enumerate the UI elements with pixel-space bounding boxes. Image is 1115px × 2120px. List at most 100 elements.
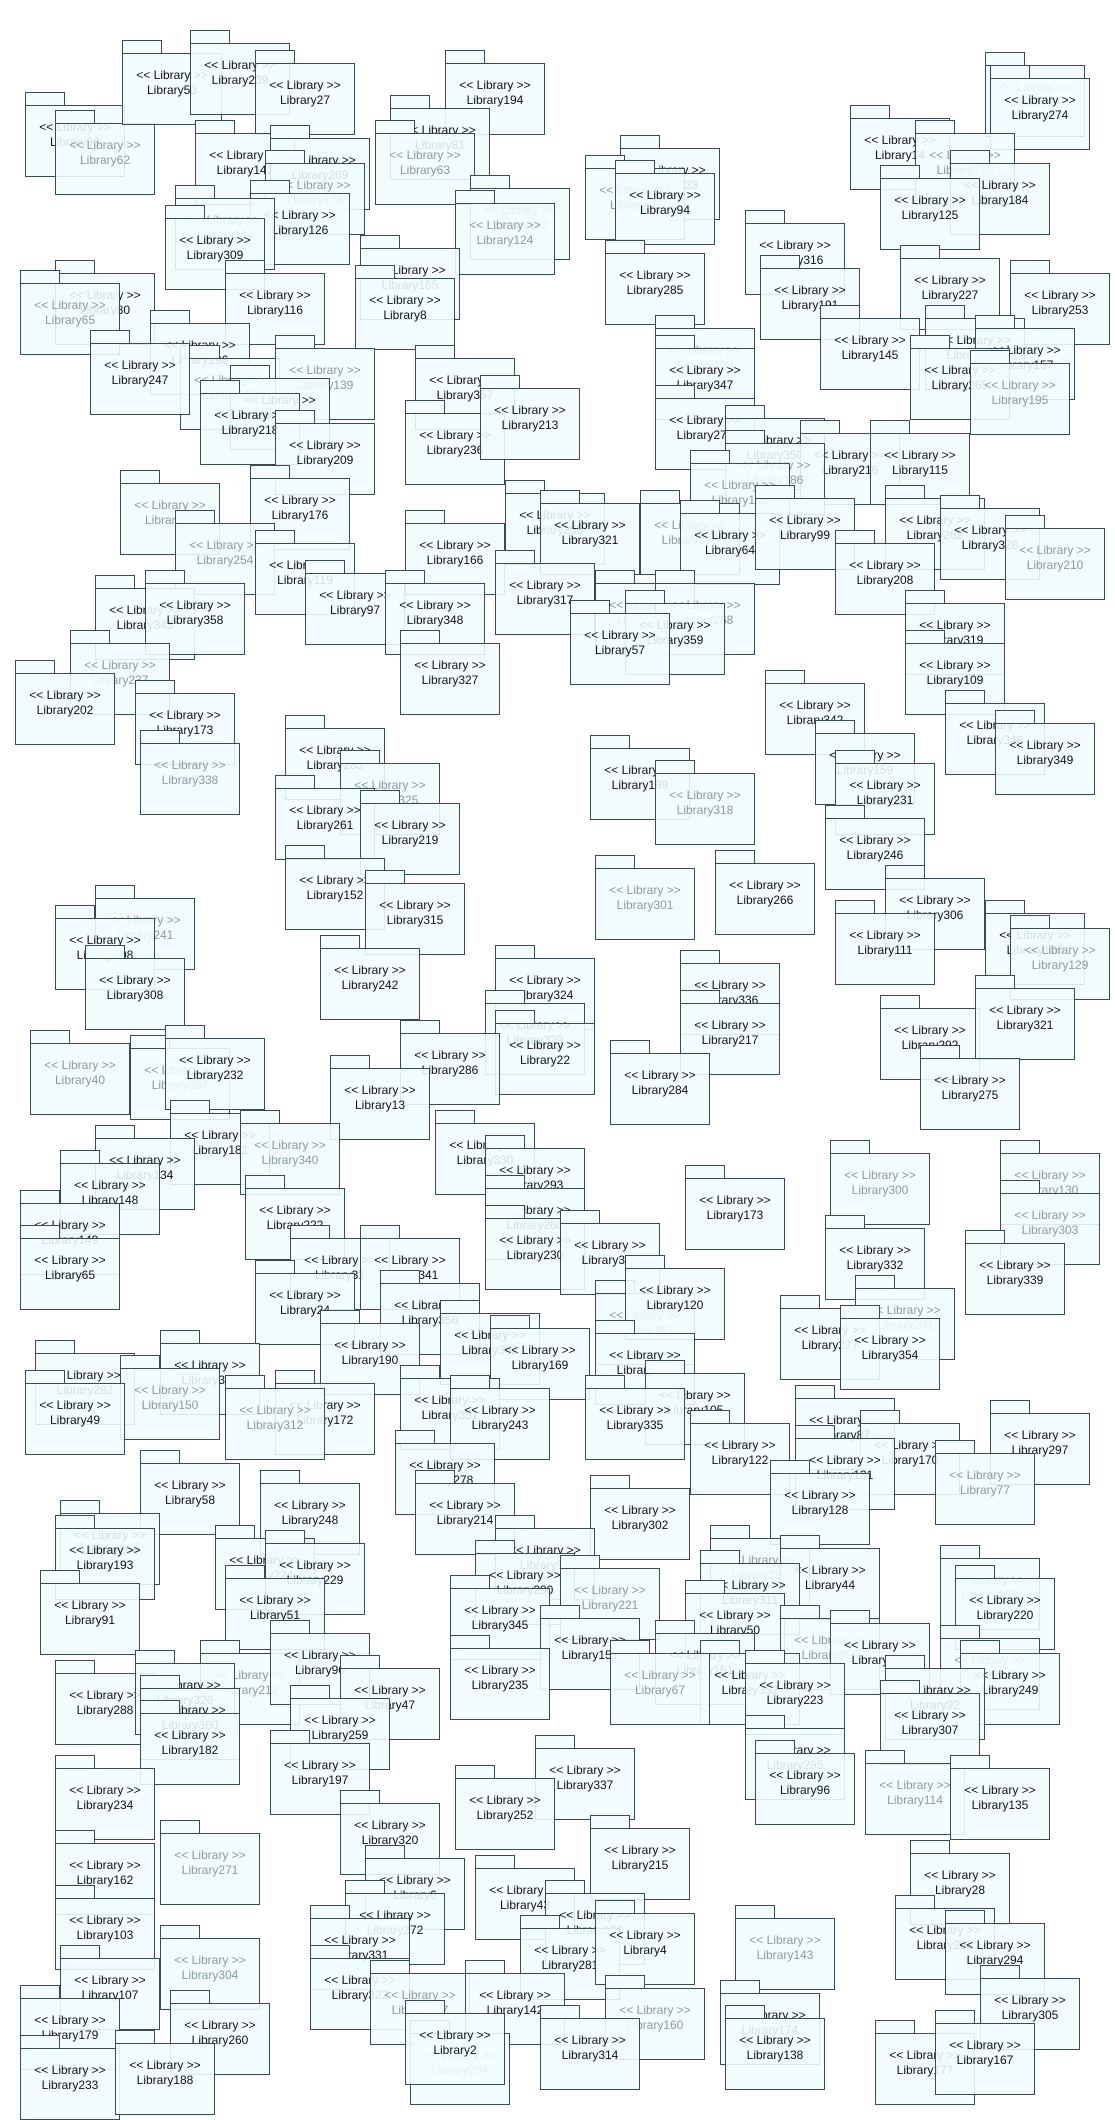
package-body: << Library >>Library197 (270, 1743, 370, 1815)
package-tab (850, 105, 890, 119)
package-stereotype: << Library >> (1024, 288, 1096, 302)
package-tab (25, 92, 65, 106)
package-name: Library340 (261, 1153, 319, 1167)
package-body: << Library >>Library40 (30, 1043, 130, 1115)
package-stereotype: << Library >> (239, 288, 311, 302)
package-stereotype: << Library >> (964, 1783, 1036, 1797)
package-tab (700, 1550, 740, 1564)
package-tab (140, 1675, 180, 1689)
package-stereotype: << Library >> (214, 408, 286, 422)
package-name: Library57 (594, 643, 646, 657)
package-name: Library63 (399, 163, 451, 177)
package-tab (140, 1700, 180, 1714)
package-stereotype: << Library >> (914, 273, 986, 287)
package-tab (595, 1320, 635, 1334)
package-stereotype: << Library >> (499, 1163, 571, 1177)
package-stereotype: << Library >> (749, 1933, 821, 1947)
package-tab (480, 375, 520, 389)
package-stereotype: << Library >> (39, 1398, 111, 1412)
package-stereotype: << Library >> (374, 1253, 446, 1267)
package-tab (690, 450, 730, 464)
package-name: Library197 (291, 1773, 349, 1787)
package-tab (745, 1715, 785, 1729)
package-stereotype: << Library >> (269, 78, 341, 92)
package-tab (590, 1815, 630, 1829)
package-stereotype: << Library >> (129, 2058, 201, 2072)
package-name: Library302 (611, 1518, 669, 1532)
package-tab (340, 750, 380, 764)
package-name: Library246 (846, 848, 904, 862)
package-tab (940, 1545, 980, 1559)
package-name: Library217 (701, 1033, 759, 1047)
package-tab (30, 1030, 70, 1044)
package-tab (760, 255, 800, 269)
package-name: Library90 (294, 1663, 346, 1677)
package-tab (625, 1255, 665, 1269)
package-stereotype: << Library >> (959, 1938, 1031, 1952)
package-stereotype: << Library >> (844, 1638, 916, 1652)
package-name: Library2 (433, 2043, 477, 2057)
package-tab (35, 1340, 75, 1354)
package-tab (985, 52, 1025, 66)
package-tab (115, 2030, 155, 2044)
package-name: Library288 (76, 1703, 134, 1717)
package-name: Library122 (711, 1453, 769, 1467)
package-body: << Library >>Library195 (970, 363, 1070, 435)
package-stereotype: << Library >> (459, 78, 531, 92)
package-stereotype: << Library >> (839, 833, 911, 847)
package-tab (950, 150, 990, 164)
package-tab (55, 1660, 95, 1674)
package-body: << Library >>Library335 (585, 1388, 685, 1460)
package-stereotype: << Library >> (979, 1258, 1051, 1272)
package-body: << Library >>Library247 (90, 343, 190, 415)
package-name: Library64 (704, 543, 756, 557)
package-name: Library328 (961, 538, 1019, 552)
package-name: Library337 (556, 1778, 614, 1792)
package-name: Library128 (791, 1503, 849, 1517)
package-tab (835, 900, 875, 914)
package-stereotype: << Library >> (854, 1333, 926, 1347)
package-tab (240, 1110, 280, 1124)
package-body: << Library >>Library169 (490, 1328, 590, 1400)
package-tab (680, 500, 720, 514)
package-stereotype: << Library >> (534, 1943, 606, 1957)
package-tab (865, 1750, 905, 1764)
package-stereotype: << Library >> (304, 1253, 376, 1267)
package-stereotype: << Library >> (844, 1168, 916, 1182)
package-name: Library304 (181, 1968, 239, 1982)
package-name: Library215 (611, 1858, 669, 1872)
package-stereotype: << Library >> (389, 148, 461, 162)
package-tab (765, 670, 805, 684)
package-body: << Library >>Library173 (685, 1178, 785, 1250)
package-stereotype: << Library >> (769, 513, 841, 527)
package-tab (270, 125, 310, 139)
package-tab (540, 1605, 580, 1619)
package-body: << Library >>Library232 (165, 1038, 265, 1110)
package-name: Library232 (186, 1068, 244, 1082)
package-name: Library24 (279, 1303, 331, 1317)
package-tab (1000, 1180, 1040, 1194)
package-tab (400, 1020, 440, 1034)
package-name: Library231 (856, 793, 914, 807)
package-name: Library160 (626, 2018, 684, 2032)
package-tab (755, 1740, 795, 1754)
package-stereotype: << Library >> (694, 978, 766, 992)
package-stereotype: << Library >> (699, 1608, 771, 1622)
package-tab (290, 1225, 330, 1239)
package-tab (920, 1045, 960, 1059)
package-name: Library223 (766, 1693, 824, 1707)
package-tab (625, 590, 665, 604)
package-stereotype: << Library >> (84, 658, 156, 672)
package-name: Library321 (561, 533, 619, 547)
package-tab (360, 790, 400, 804)
package-tab (250, 180, 290, 194)
package-tab (95, 575, 135, 589)
package-tab (285, 845, 325, 859)
package-tab (380, 1270, 420, 1284)
package-tab (885, 1655, 925, 1669)
package-name: Library249 (981, 1683, 1039, 1697)
package-tab (655, 1620, 695, 1634)
package-stereotype: << Library >> (1024, 943, 1096, 957)
package-name: Library358 (166, 613, 224, 627)
package-tab (435, 1110, 475, 1124)
